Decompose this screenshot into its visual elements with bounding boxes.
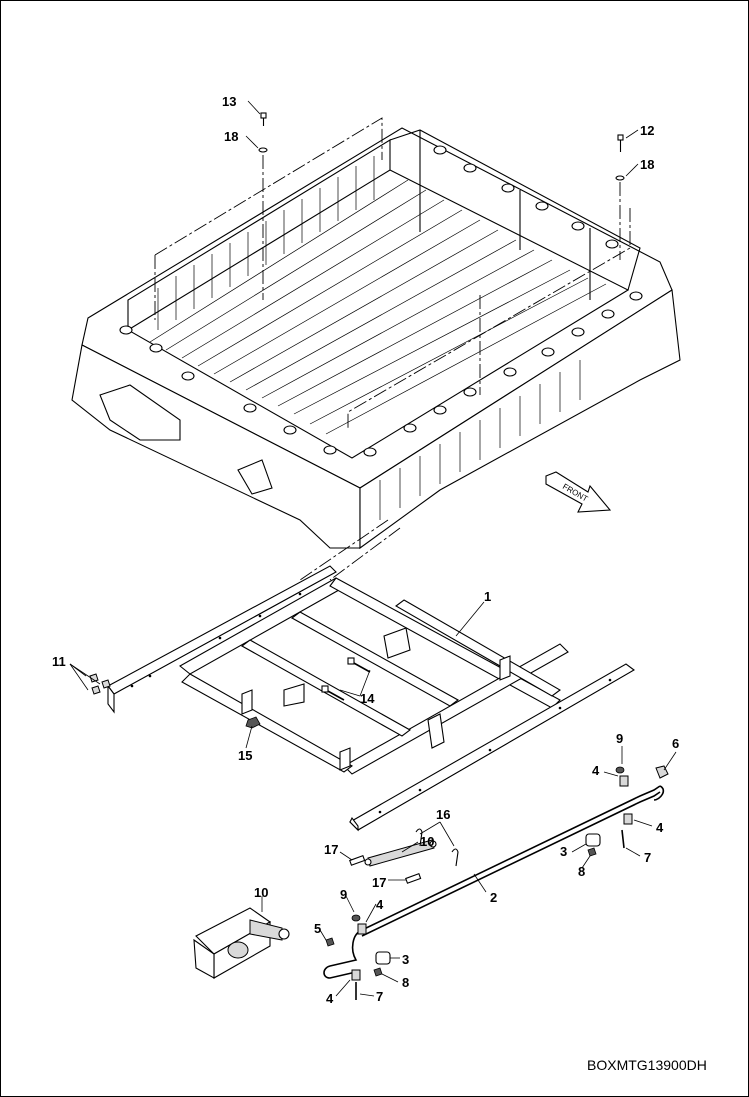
gas-spring-10a-icon	[364, 839, 437, 867]
callout-11: 11	[52, 654, 66, 669]
callout-3: 3	[560, 844, 567, 859]
leader-lines	[69, 100, 677, 997]
washer-18b-icon	[615, 175, 625, 181]
clip-16a-icon	[415, 828, 423, 847]
callout-17: 17	[324, 842, 338, 857]
callout-12: 12	[640, 123, 654, 138]
callout-7: 7	[644, 850, 651, 865]
callout-13: 13	[222, 94, 236, 109]
callout-4: 4	[326, 991, 334, 1006]
callout-2: 2	[490, 890, 497, 905]
callout-4: 4	[656, 820, 664, 835]
callout-7: 7	[376, 989, 383, 1004]
pin-17b-icon	[405, 873, 422, 884]
nut-15-icon	[245, 716, 261, 729]
clip-16b-icon	[451, 848, 459, 867]
bolt-13-icon	[260, 112, 267, 126]
nut-8b-icon	[373, 967, 383, 977]
clamp-4b-icon	[623, 813, 633, 825]
clamp-4c-icon	[357, 923, 367, 935]
electric-actuator-10-icon	[193, 907, 290, 979]
pad-3a-icon	[585, 833, 601, 847]
callout-4: 4	[376, 897, 384, 912]
callout-9: 9	[616, 731, 623, 746]
callout-8: 8	[402, 975, 409, 990]
frame-holes	[130, 592, 612, 814]
clamp-4d-icon	[351, 969, 361, 981]
cargo-box	[71, 117, 681, 581]
nut-8a-icon	[587, 847, 597, 857]
callout-5: 5	[314, 921, 321, 936]
callout-8: 8	[578, 864, 585, 879]
bolt-11-group-icon	[89, 673, 111, 695]
mounting-frame	[107, 565, 635, 832]
bolt-7a-icon	[621, 829, 625, 849]
bolt-14-group-icon	[321, 657, 371, 701]
nut-5-icon	[325, 937, 335, 947]
callout-1: 1	[484, 589, 491, 604]
callout-9: 9	[340, 887, 347, 902]
callout-3: 3	[402, 952, 409, 967]
front-arrow-icon: FRONT	[545, 471, 612, 513]
callout-10: 10	[420, 834, 434, 849]
callout-14: 14	[360, 691, 375, 706]
pad-3b-icon	[375, 951, 391, 965]
callout-4: 4	[592, 763, 600, 778]
callout-10: 10	[254, 885, 268, 900]
bushing-9a-icon	[615, 766, 625, 774]
drawing-code: BOXMTG13900DH	[587, 1057, 707, 1073]
actuator-rod	[323, 785, 665, 979]
bushing-9b-icon	[351, 914, 361, 922]
callout-16: 16	[436, 807, 450, 822]
callout-18: 18	[224, 129, 238, 144]
clamp-4a-icon	[619, 775, 629, 787]
callouts: 13 18 12 18 1 11 14 15 9 6 4 4 16 10 17 …	[52, 94, 679, 1006]
washer-18a-icon	[258, 147, 268, 153]
bolt-12-icon	[617, 134, 624, 152]
callout-15: 15	[238, 748, 252, 763]
callout-17: 17	[372, 875, 386, 890]
pin-17a-icon	[349, 855, 366, 866]
callout-18: 18	[640, 157, 654, 172]
callout-6: 6	[672, 736, 679, 751]
cap-6-icon	[655, 765, 669, 779]
